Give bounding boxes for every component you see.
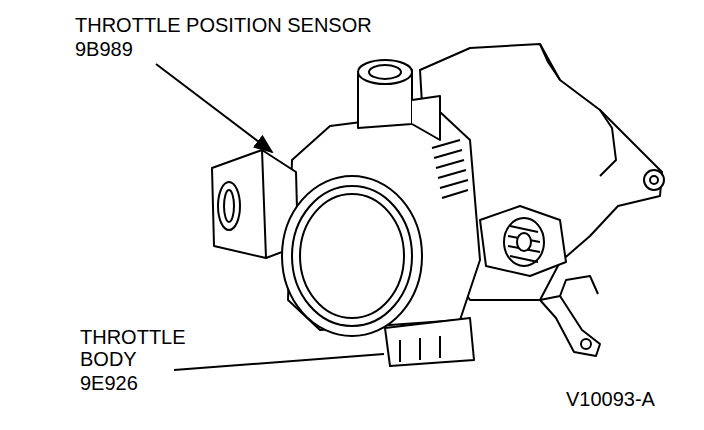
part-number: 9B989 [75, 38, 133, 60]
part-name: THROTTLE BODY [80, 326, 205, 370]
part-name: THROTTLE POSITION SENSOR [75, 14, 372, 36]
part-number: 9E926 [80, 372, 138, 394]
figure-code: V10093-A [566, 388, 655, 410]
